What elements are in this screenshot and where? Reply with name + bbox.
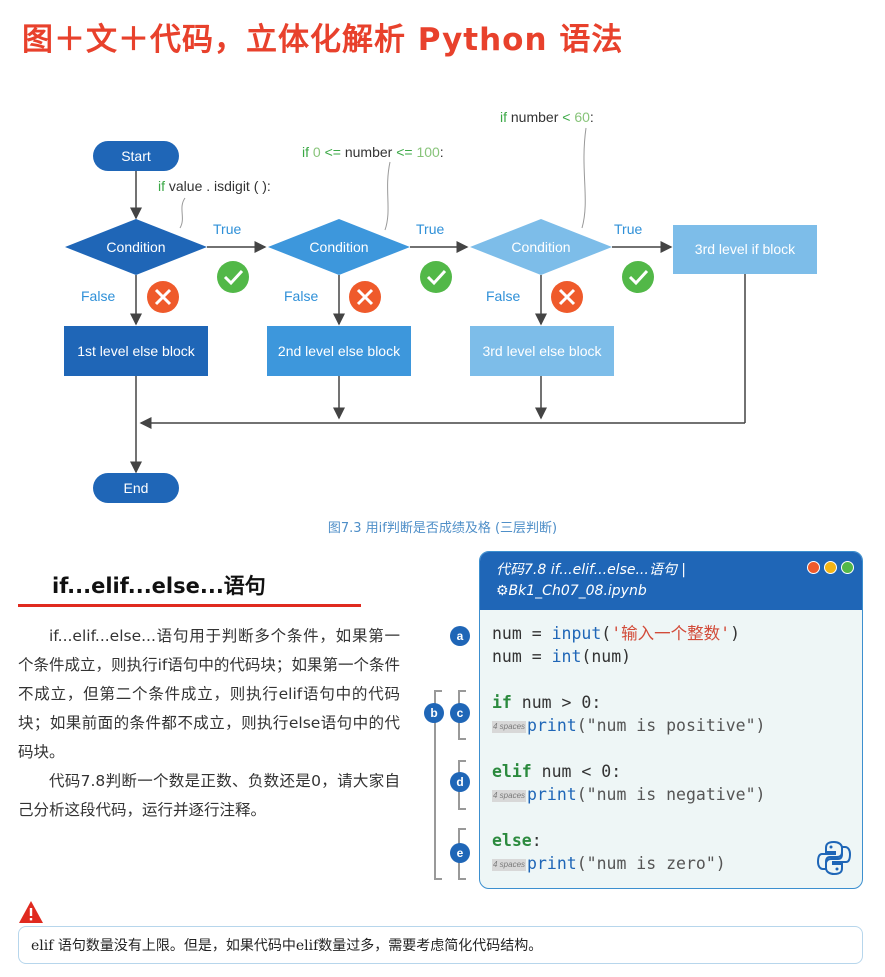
notebook-filename: ⚙Bk1_Ch07_08.ipynb [496, 583, 647, 599]
true-label: True [614, 221, 643, 237]
annotation-range-check: if 0 <= number <= 100: [302, 144, 444, 160]
window-dot-green [841, 561, 854, 574]
marker-b: b [424, 703, 444, 723]
code-title: 代码7.8 if...elif...else...语句 | [496, 562, 686, 578]
end-node: End [93, 473, 179, 503]
note-box: elif 语句数量没有上限。但是，如果代码中elif数量过多，需要考虑简化代码结… [18, 926, 863, 964]
cross-icon [147, 281, 179, 313]
condition-3-label: Condition [511, 238, 571, 255]
indent-tag: 4 spaces [492, 720, 527, 733]
check-icon [622, 261, 654, 293]
true-label: True [416, 221, 445, 237]
section-title: if...elif...else...语句 [52, 574, 266, 598]
check-icon [420, 261, 452, 293]
condition-1-label: Condition [106, 238, 166, 255]
indent-tag: 4 spaces [492, 789, 527, 802]
condition-2-label: Condition [309, 238, 369, 255]
page-title: 图＋文＋代码，立体化解析 Python 语法 [22, 22, 624, 58]
code-line: num = int(num) [492, 647, 632, 666]
annotation-isdigit: if value . isdigit ( ): [158, 178, 271, 194]
section-title-underline [18, 604, 361, 607]
code-card: 代码7.8 if...elif...else...语句 | ⚙Bk1_Ch07_… [479, 551, 863, 889]
python-logo-icon [816, 840, 852, 876]
annotation-pass-check: if number < 60: [500, 109, 594, 125]
warning-icon [19, 901, 43, 923]
else-block-2: 2nd level else block [267, 326, 411, 376]
code-line: elif num < 0: [492, 762, 622, 781]
flowchart-connectors [65, 127, 746, 474]
cross-icon [551, 281, 583, 313]
if-block-3: 3rd level if block [673, 225, 817, 274]
else-block-3: 3rd level else block [470, 326, 614, 376]
marker-a: a [450, 626, 470, 646]
paragraph: 代码7.8判断一个数是正数、负数还是0，请大家自己分析这段代码，运行并逐行注释。 [18, 772, 400, 819]
window-dot-yellow [824, 561, 837, 574]
false-label: False [81, 288, 116, 304]
false-label: False [284, 288, 319, 304]
code-line: else: [492, 831, 542, 850]
window-dot-red [807, 561, 820, 574]
code-body: num = input('输入一个整数') num = int(num) if … [480, 610, 862, 875]
marker-c: c [450, 703, 470, 723]
if-flowchart: Start End Condition Condition Condition … [0, 90, 885, 550]
section-body: if...elif...else...语句用于判断多个条件，如果第一个条件成立，… [18, 622, 400, 825]
cross-icon [349, 281, 381, 313]
else-block-1: 1st level else block [64, 326, 208, 376]
indent-tag: 4 spaces [492, 858, 527, 871]
code-card-header: 代码7.8 if...elif...else...语句 | ⚙Bk1_Ch07_… [480, 552, 862, 610]
window-controls [807, 561, 854, 574]
figure-caption: 图7.3 用if判断是否成绩及格 (三层判断) [327, 521, 558, 536]
code-line: num = input('输入一个整数') [492, 624, 741, 643]
code-line: if num > 0: [492, 693, 602, 712]
marker-d: d [450, 772, 470, 792]
start-node: Start [93, 141, 179, 171]
false-label: False [486, 288, 521, 304]
paragraph: if...elif...else...语句用于判断多个条件，如果第一个条件成立，… [18, 627, 400, 761]
marker-e: e [450, 843, 470, 863]
true-label: True [213, 221, 242, 237]
bracket-b [434, 690, 442, 880]
check-icon [217, 261, 249, 293]
